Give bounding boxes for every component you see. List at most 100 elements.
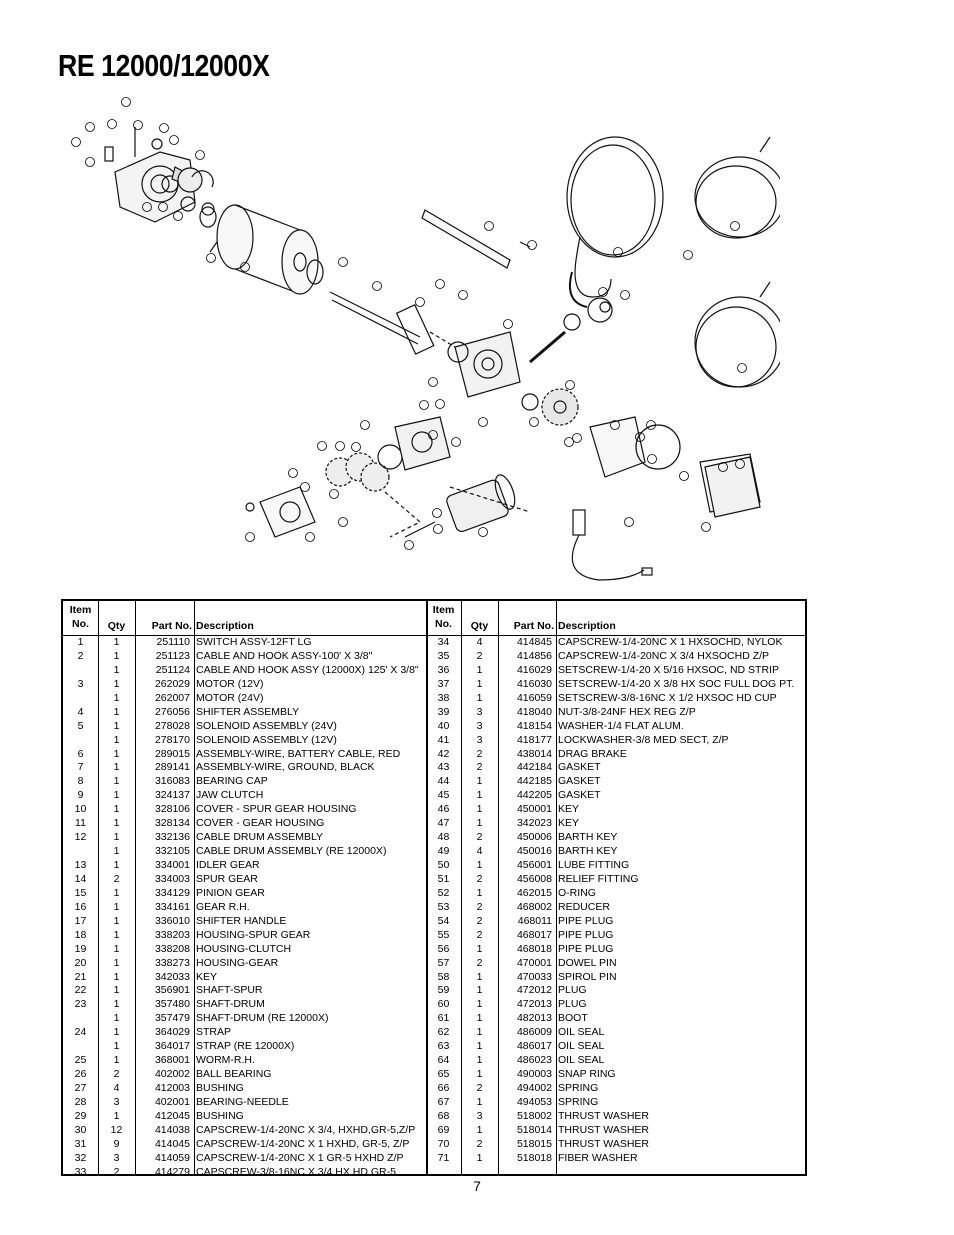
cell-qty: 3 (476, 1109, 483, 1122)
cell-part-no: 338208 (154, 942, 190, 955)
cell-part-no: 414856 (516, 649, 552, 662)
cell-description: SOLENOID ASSEMBLY (12V) (196, 733, 337, 746)
cell-item-no: 28 (74, 1095, 87, 1108)
cell-part-no: 332105 (154, 845, 190, 858)
cell-qty: 1 (476, 1012, 483, 1025)
header-item-line2: No. (72, 618, 89, 630)
cell-description: SETSCREW-1/4-20 X 3/8 HX SOC FULL DOG PT… (558, 677, 795, 690)
cell-item-no: 71 (437, 1151, 450, 1164)
cell-part-no: 450006 (516, 831, 552, 844)
cell-part-no: 486017 (516, 1040, 552, 1053)
cell-description: SETSCREW-1/4-20 X 5/16 HXSOC, ND STRIP (558, 663, 779, 676)
cell-description: PLUG (558, 998, 587, 1011)
cell-qty: 9 (113, 1137, 120, 1150)
cell-description: PIPE PLUG (558, 942, 614, 955)
cell-description: SOLENOID ASSEMBLY (24V) (196, 719, 337, 732)
cell-qty: 1 (113, 817, 120, 830)
cell-description: GASKET (558, 761, 601, 774)
cell-item-no: 17 (74, 914, 87, 927)
cell-part-no: 334001 (154, 859, 190, 871)
cell-qty: 1 (113, 705, 120, 718)
cell-description: OIL SEAL (558, 1054, 605, 1067)
header-description: Description (558, 620, 616, 632)
cell-part-no: 368001 (154, 1054, 190, 1067)
exploded-parts-diagram (71, 97, 780, 581)
cell-qty: 2 (476, 747, 483, 760)
cell-description: GASKET (558, 789, 601, 802)
cell-description: THRUST WASHER (558, 1109, 650, 1122)
cell-item-no: 4 (77, 705, 84, 718)
cell-item-no: 31 (74, 1137, 87, 1150)
cell-qty: 3 (476, 733, 483, 746)
cell-item-no: 39 (437, 705, 450, 718)
cell-item-no: 51 (437, 872, 450, 885)
cell-description: CABLE AND HOOK ASSY-100' X 3/8" (196, 649, 373, 662)
header-qty: Qty (470, 620, 489, 632)
cell-item-no: 34 (437, 636, 450, 648)
cell-part-no: 494002 (516, 1082, 552, 1094)
cell-item-no: 11 (75, 817, 86, 830)
cell-item-no: 58 (437, 970, 450, 983)
table-header: Item No. Qty Part No. Description (63, 601, 426, 636)
cell-description: THRUST WASHER (558, 1123, 650, 1136)
cell-qty: 1 (113, 1054, 120, 1067)
cell-qty: 2 (476, 872, 483, 885)
cell-item-no: 38 (437, 691, 450, 704)
cell-description: SWITCH ASSY-12FT LG (196, 636, 312, 648)
cell-qty: 2 (476, 1082, 483, 1094)
cell-item-no: 52 (437, 886, 450, 899)
cell-part-no: 278170 (154, 733, 190, 746)
cell-part-no: 338203 (154, 928, 190, 941)
cell-part-no: 416029 (516, 663, 552, 676)
cell-item-no: 47 (437, 817, 450, 830)
cell-item-no: 23 (74, 998, 87, 1011)
cell-part-no: 442185 (516, 775, 552, 788)
cell-qty: 2 (476, 928, 483, 941)
cell-qty: 1 (113, 691, 120, 704)
cell-description: KEY (558, 817, 580, 830)
cell-item-no: 70 (437, 1137, 450, 1150)
cell-description: CABLE AND HOOK ASSY (12000X) 125' X 3/8" (196, 663, 419, 676)
cell-part-no: 336010 (154, 914, 190, 927)
cell-item-no: 57 (437, 956, 450, 969)
cell-part-no: 414279 (154, 1165, 190, 1178)
cell-item-no: 48 (437, 831, 450, 844)
cell-part-no: 414045 (154, 1137, 190, 1150)
cell-part-no: 468002 (516, 900, 552, 913)
diagram-callouts (71, 97, 747, 550)
cell-part-no: 342023 (516, 817, 552, 830)
cell-item-no: 49 (437, 845, 450, 858)
cell-part-no: 316083 (154, 775, 190, 788)
cell-part-no: 414059 (154, 1151, 190, 1164)
cell-item-no: 56 (437, 942, 450, 955)
cell-description: SHAFT-DRUM (RE 12000X) (196, 1012, 329, 1025)
cell-item-no: 30 (74, 1123, 87, 1136)
cell-description: SHAFT-DRUM (196, 998, 265, 1011)
cell-item-no: 44 (437, 775, 450, 788)
cell-description: BUSHING (196, 1109, 244, 1122)
cell-qty: 1 (476, 789, 483, 802)
cell-description: CABLE DRUM ASSEMBLY (196, 831, 324, 844)
cell-part-no: 338273 (154, 956, 190, 969)
cell-description: CAPSCREW-1/4-20NC X 3/4, HXHD,GR-5,Z/P (196, 1123, 416, 1136)
cell-qty: 1 (113, 789, 120, 802)
cell-item-no: 66 (437, 1082, 450, 1094)
